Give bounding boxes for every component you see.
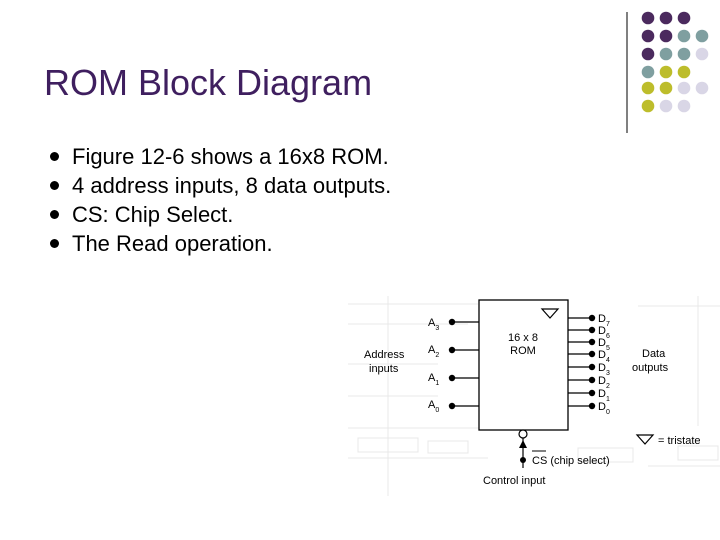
address-input-a0: A0 <box>428 399 479 414</box>
svg-text:D7: D7 <box>598 313 610 328</box>
address-input-a2: A2 <box>428 344 479 359</box>
rom-block-diagram: 16 x 8 ROM Address inputs A3 A2 A1 A0 D7… <box>348 296 720 496</box>
rom-name-label: ROM <box>510 345 536 357</box>
svg-text:D3: D3 <box>598 362 610 377</box>
data-output-d7: D7 <box>568 313 610 328</box>
cs-label: CS (chip select) <box>532 455 610 467</box>
bullet-text: 4 address inputs, 8 data outputs. <box>72 173 392 198</box>
svg-text:D2: D2 <box>598 375 610 390</box>
address-input-a1: A1 <box>428 372 479 387</box>
tristate-legend-label: = tristate <box>658 435 701 447</box>
scan-background-texture <box>348 296 720 496</box>
tristate-symbol-icon <box>540 308 560 319</box>
bullet-list: Figure 12-6 shows a 16x8 ROM. 4 address … <box>50 142 391 258</box>
svg-text:D1: D1 <box>598 388 610 403</box>
svg-text:D6: D6 <box>598 325 610 340</box>
address-input-a3: A3 <box>428 317 479 332</box>
control-input-label: Control input <box>483 475 545 487</box>
data-output-d4: D4 <box>568 349 610 364</box>
svg-text:D5: D5 <box>598 337 610 352</box>
bullet-dot-icon <box>50 181 59 190</box>
data-output-d3: D3 <box>568 362 610 377</box>
bullet-item: CS: Chip Select. <box>50 200 391 229</box>
data-output-d5: D5 <box>568 337 610 352</box>
data-output-d2: D2 <box>568 375 610 390</box>
address-group-label: Address <box>364 349 405 361</box>
rom-box <box>478 299 569 431</box>
svg-text:A0: A0 <box>428 399 439 414</box>
rom-size-label: 16 x 8 <box>508 332 538 344</box>
tristate-legend-icon <box>635 434 655 445</box>
bullet-item: 4 address inputs, 8 data outputs. <box>50 171 391 200</box>
data-output-d6: D6 <box>568 325 610 340</box>
svg-text:A1: A1 <box>428 372 439 387</box>
bullet-text: Figure 12-6 shows a 16x8 ROM. <box>72 144 389 169</box>
bullet-text: The Read operation. <box>72 231 273 256</box>
data-group-label-2: outputs <box>632 362 669 374</box>
bullet-dot-icon <box>50 152 59 161</box>
bullet-item: Figure 12-6 shows a 16x8 ROM. <box>50 142 391 171</box>
svg-text:D0: D0 <box>598 401 610 416</box>
chip-select-input <box>518 429 528 468</box>
bullet-dot-icon <box>50 239 59 248</box>
slide-title: ROM Block Diagram <box>44 62 373 103</box>
svg-text:D4: D4 <box>598 349 610 364</box>
svg-text:A3: A3 <box>428 317 439 332</box>
bullet-item: The Read operation. <box>50 229 391 258</box>
data-group-label: Data <box>642 348 666 360</box>
corner-dot-grid-decoration <box>626 11 709 133</box>
bullet-dot-icon <box>50 210 59 219</box>
svg-text:A2: A2 <box>428 344 439 359</box>
bullet-text: CS: Chip Select. <box>72 202 234 227</box>
data-output-d1: D1 <box>568 388 610 403</box>
address-group-label-2: inputs <box>369 363 399 375</box>
data-output-d0: D0 <box>568 401 610 416</box>
